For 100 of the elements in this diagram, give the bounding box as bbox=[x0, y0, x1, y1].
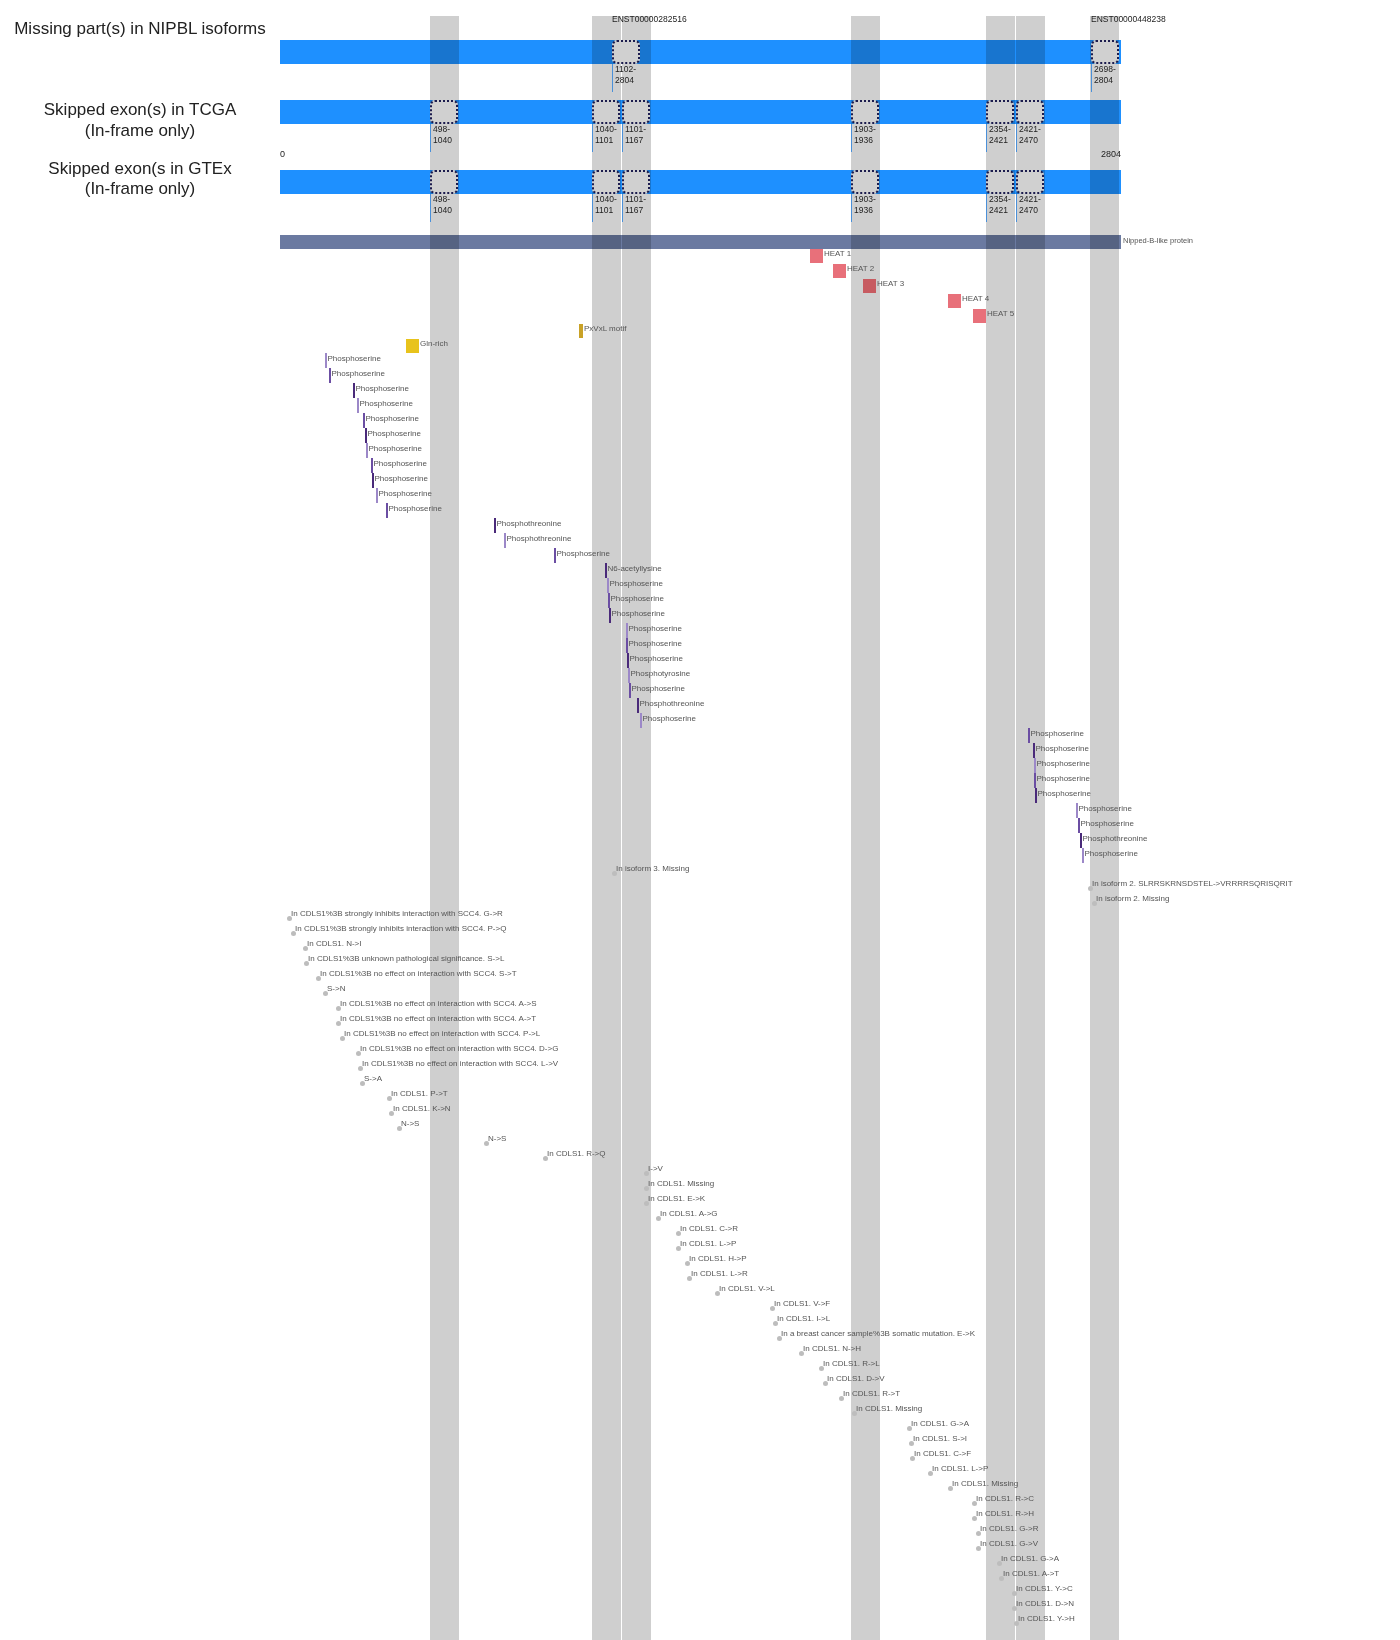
domain-block bbox=[833, 264, 846, 278]
variant-dot bbox=[770, 1306, 775, 1311]
variant-label: In CDLS1. G->R bbox=[980, 1524, 1039, 1534]
feature-label: Phosphoserine bbox=[642, 714, 696, 724]
ptm-tick bbox=[629, 683, 631, 698]
feature-label: Phosphoserine bbox=[1036, 774, 1090, 784]
variant-label: In CDLS1. G->A bbox=[1001, 1554, 1060, 1564]
variant-label: In CDLS1. R->L bbox=[823, 1359, 880, 1369]
ptm-tick bbox=[1034, 758, 1036, 773]
ptm-tick bbox=[1082, 848, 1084, 863]
ptm-tick bbox=[554, 548, 556, 563]
feature-label: Phosphoserine bbox=[374, 474, 428, 484]
variant-dot bbox=[777, 1336, 782, 1341]
isoform-label: ENST00000282516 bbox=[612, 14, 687, 24]
variant-dot bbox=[972, 1501, 977, 1506]
variant-label: In CDLS1%3B strongly inhibits interaction with SCC4. P->Q bbox=[295, 924, 507, 934]
variant-dot bbox=[387, 1096, 392, 1101]
variant-label: In CDLS1. K->N bbox=[393, 1104, 451, 1114]
variant-dot bbox=[340, 1036, 345, 1041]
variant-label: In CDLS1. R->T bbox=[843, 1389, 901, 1399]
feature-label: N6-acetyllysine bbox=[607, 564, 662, 574]
protein-bar bbox=[280, 235, 1121, 249]
ptm-tick bbox=[494, 518, 496, 533]
variant-label: In CDLS1. V->F bbox=[774, 1299, 831, 1309]
variant-dot bbox=[1014, 1621, 1019, 1626]
variant-label: In CDLS1. A->T bbox=[1003, 1569, 1060, 1579]
variant-label: In CDLS1. Y->H bbox=[1018, 1614, 1075, 1624]
motif-mark bbox=[579, 324, 583, 338]
variant-dot bbox=[336, 1006, 341, 1011]
variant-dot bbox=[976, 1531, 981, 1536]
variant-dot bbox=[336, 1021, 341, 1026]
axis-tick-label: 2804 bbox=[1101, 149, 1122, 160]
variant-dot bbox=[823, 1381, 828, 1386]
track-bar bbox=[280, 40, 1121, 64]
variant-label: In CDLS1. L->P bbox=[680, 1239, 737, 1249]
variant-dot bbox=[358, 1066, 363, 1071]
ptm-tick bbox=[371, 458, 373, 473]
skipped-region-box bbox=[851, 100, 879, 124]
variant-label: In CDLS1. P->T bbox=[391, 1089, 448, 1099]
feature-label: Phosphoserine bbox=[367, 429, 421, 439]
ptm-tick bbox=[329, 368, 331, 383]
variant-label: In CDLS1. Y->C bbox=[1016, 1584, 1073, 1594]
ptm-tick bbox=[626, 638, 628, 653]
variant-label: In CDLS1. N->I bbox=[307, 939, 362, 949]
feature-label: Phosphothreonine bbox=[496, 519, 562, 529]
feature-label: Phosphoserine bbox=[610, 594, 664, 604]
feature-label: Phosphoserine bbox=[373, 459, 427, 469]
feature-label: HEAT 3 bbox=[877, 279, 905, 289]
ptm-tick bbox=[504, 533, 506, 548]
variant-dot bbox=[484, 1141, 489, 1146]
feature-label: HEAT 1 bbox=[824, 249, 852, 259]
ptm-tick bbox=[609, 608, 611, 623]
feature-label: Phosphoserine bbox=[1030, 729, 1084, 739]
variant-label: In CDLS1. L->P bbox=[932, 1464, 989, 1474]
variant-dot bbox=[676, 1231, 681, 1236]
track-bar bbox=[280, 100, 1121, 124]
range-label: 2421-2470 bbox=[1016, 124, 1041, 152]
variant-dot bbox=[928, 1471, 933, 1476]
ptm-tick bbox=[366, 443, 368, 458]
feature-label: Phosphoserine bbox=[331, 369, 385, 379]
ptm-tick bbox=[608, 593, 610, 608]
variant-label: In CDLS1%3B no effect on interaction with SCC4. A->T bbox=[340, 1014, 537, 1024]
variant-label: In CDLS1. I->L bbox=[777, 1314, 831, 1324]
variant-label: In CDLS1%3B no effect on interaction with SCC4. S->T bbox=[320, 969, 517, 979]
skipped-region-box bbox=[622, 170, 650, 194]
variant-dot bbox=[389, 1111, 394, 1116]
ptm-tick bbox=[1033, 743, 1035, 758]
range-label: 1903-1936 bbox=[851, 124, 876, 152]
ptm-tick bbox=[386, 503, 388, 518]
variant-dot bbox=[819, 1366, 824, 1371]
variant-dot bbox=[976, 1546, 981, 1551]
feature-label: Phosphothreonine bbox=[506, 534, 572, 544]
track-heading: Skipped exon(s) in TCGA (In-frame only) bbox=[42, 99, 238, 141]
feature-label: Phosphoserine bbox=[1036, 759, 1090, 769]
ptm-tick bbox=[1080, 833, 1082, 848]
feature-label: PxVxL motif bbox=[584, 324, 627, 334]
range-label: 498-1040 bbox=[430, 194, 452, 222]
variant-label: In CDLS1%3B no effect on interaction with SCC4. D->G bbox=[360, 1044, 559, 1054]
variant-label: In CDLS1. H->P bbox=[689, 1254, 747, 1264]
ptm-tick bbox=[372, 473, 374, 488]
feature-label: Phosphoserine bbox=[359, 399, 413, 409]
variant-label: In CDLS1. R->Q bbox=[547, 1149, 606, 1159]
variant-dot bbox=[1088, 886, 1093, 891]
variant-label: N->S bbox=[488, 1134, 507, 1144]
variant-label: In CDLS1. S->I bbox=[913, 1434, 968, 1444]
variant-label: In CDLS1. C->F bbox=[914, 1449, 972, 1459]
ptm-tick bbox=[357, 398, 359, 413]
domain-block bbox=[810, 249, 823, 263]
feature-label: Phosphoserine bbox=[1037, 789, 1091, 799]
feature-label: Phosphothreonine bbox=[1082, 834, 1148, 844]
variant-dot bbox=[291, 931, 296, 936]
ptm-tick bbox=[628, 668, 630, 683]
ptm-tick bbox=[607, 578, 609, 593]
range-label: 2354-2421 bbox=[986, 124, 1011, 152]
ptm-tick bbox=[365, 428, 367, 443]
ptm-tick bbox=[626, 623, 628, 638]
variant-label: In CDLS1. R->C bbox=[976, 1494, 1035, 1504]
variant-dot bbox=[907, 1426, 912, 1431]
variant-dot bbox=[687, 1276, 692, 1281]
variant-dot bbox=[1012, 1606, 1017, 1611]
